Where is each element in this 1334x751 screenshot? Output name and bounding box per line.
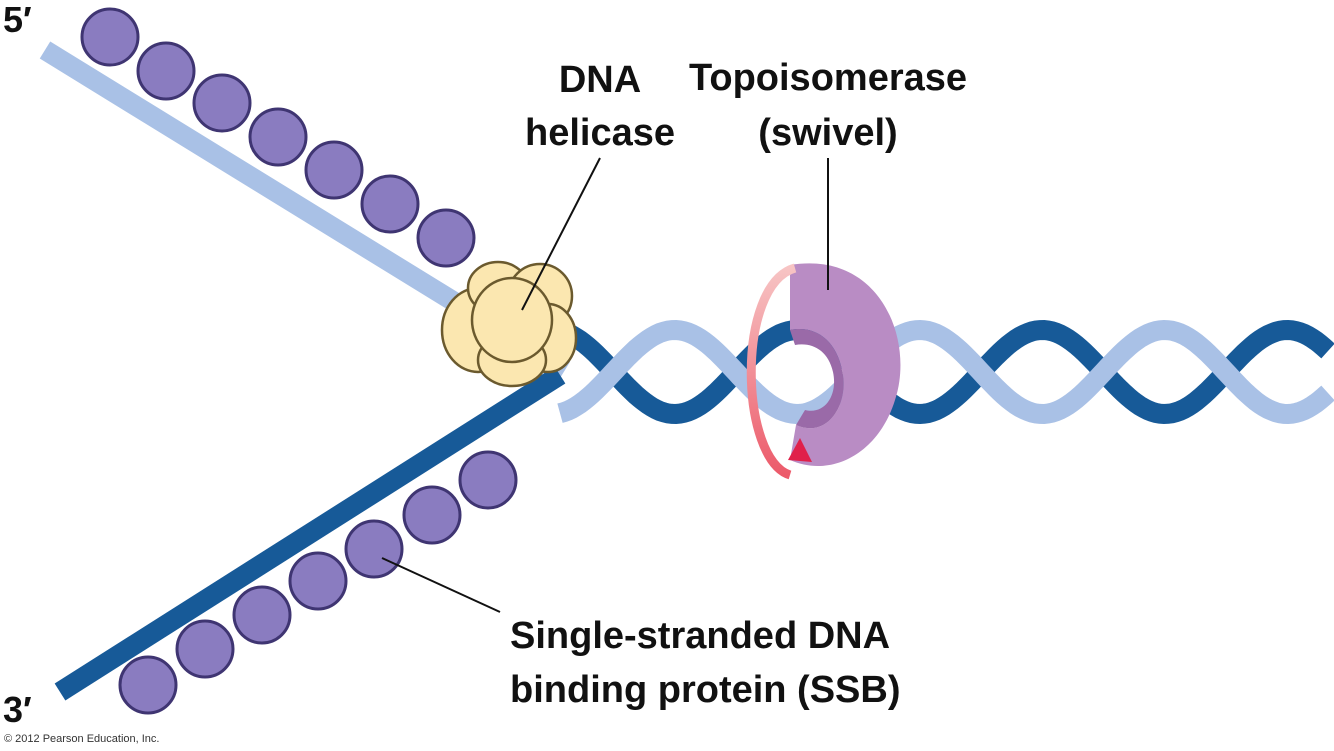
bottom-single-strand	[54, 366, 566, 701]
ssb-bead	[175, 619, 235, 679]
five-prime-label: 5′	[3, 0, 32, 40]
helicase-label-line1: DNA	[559, 59, 641, 101]
topo-label-line1: Topoisomerase	[689, 57, 967, 99]
double-helix	[557, 319, 1334, 425]
ssb-bead	[402, 485, 462, 545]
helix-light-strand	[557, 319, 1334, 425]
helicase-leader-line	[521, 157, 601, 311]
copyright-notice: © 2012 Pearson Education, Inc.	[4, 733, 159, 745]
ssb-bead	[232, 585, 292, 645]
ssb-top-group	[80, 7, 476, 268]
ssb-bead	[136, 41, 196, 101]
ssb-label-line1: Single-stranded DNA	[510, 615, 890, 657]
ssb-bead	[458, 450, 518, 510]
rotation-arrow-head	[788, 438, 812, 462]
rotation-arrow	[746, 263, 797, 480]
ssb-bead	[118, 655, 178, 715]
ssb-bead	[416, 208, 476, 268]
ssb-bead	[360, 174, 420, 234]
helicase-icon	[440, 260, 578, 388]
ssb-label-line2: binding protein (SSB)	[510, 669, 901, 711]
ssb-leader-line	[381, 557, 501, 613]
ssb-bottom-group	[118, 450, 518, 715]
helix-dark-strand	[557, 319, 1334, 425]
ssb-bead	[304, 140, 364, 200]
three-prime-label: 3′	[3, 689, 32, 730]
ssb-bead	[192, 73, 252, 133]
ssb-bead	[248, 107, 308, 167]
ssb-bead	[288, 551, 348, 611]
topoisomerase-icon	[746, 263, 901, 480]
topo-label-line2: (swivel)	[758, 112, 897, 154]
ssb-bead	[80, 7, 140, 67]
ssb-bead	[344, 519, 404, 579]
helicase-label-line2: helicase	[525, 112, 675, 154]
